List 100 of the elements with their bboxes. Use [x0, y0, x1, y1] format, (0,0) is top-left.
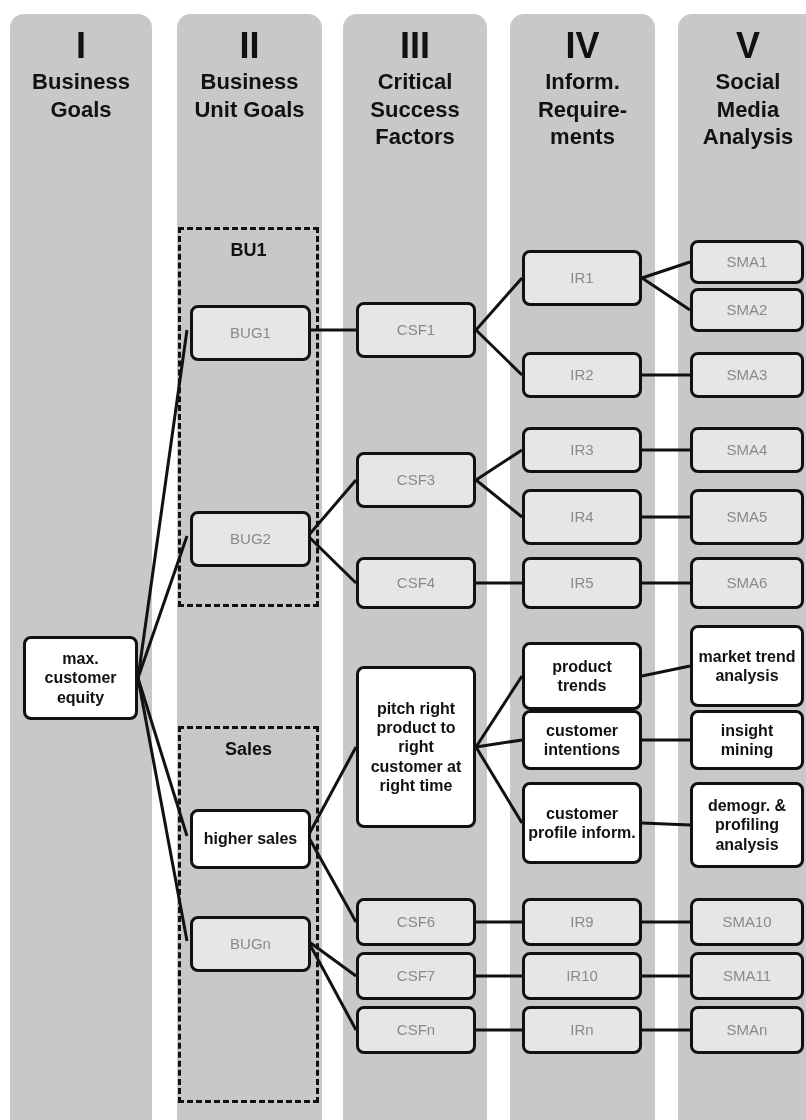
placeholder-box — [190, 511, 311, 567]
goal-box — [522, 782, 642, 864]
box-label: demogr. & profiling analysis — [706, 796, 788, 854]
box-label: CSF7 — [396, 967, 436, 985]
goal-box — [522, 642, 642, 710]
connector-line — [642, 920, 690, 924]
box-label: CSF4 — [396, 574, 436, 592]
column-band — [10, 14, 152, 1120]
group-label: Sales — [224, 739, 272, 760]
box-label: IR3 — [570, 441, 594, 459]
placeholder-box — [690, 952, 804, 1000]
placeholder-box — [522, 898, 642, 946]
box-label: IR2 — [570, 366, 594, 384]
connector-line — [474, 675, 524, 748]
placeholder-box — [522, 489, 642, 545]
placeholder-box — [356, 1006, 476, 1054]
column-band — [510, 14, 655, 1120]
connector-line — [476, 920, 522, 924]
connector-line — [476, 581, 522, 585]
placeholder-box — [690, 898, 804, 946]
column-numeral: II — [239, 28, 260, 64]
column-heading: Critical Success Factors — [369, 68, 461, 151]
placeholder-box — [190, 916, 311, 972]
placeholder-box — [356, 952, 476, 1000]
group-label: BU1 — [230, 240, 267, 261]
placeholder-box — [690, 427, 804, 473]
connector-line — [475, 738, 523, 749]
placeholder-box — [356, 898, 476, 946]
connector-line — [642, 1028, 690, 1032]
connector-line — [476, 1028, 522, 1032]
placeholder-box — [690, 489, 804, 545]
box-label: product trends — [551, 656, 613, 696]
placeholder-box — [522, 427, 642, 473]
connector-line — [642, 373, 690, 377]
column-numeral: I — [76, 28, 86, 64]
placeholder-box — [690, 1006, 804, 1054]
dashed-group-frame — [178, 726, 319, 1103]
placeholder-box — [522, 557, 642, 609]
column-heading: Social Media Analysis — [701, 68, 795, 151]
box-label: CSFn — [396, 1021, 436, 1039]
connector-line — [642, 738, 690, 742]
connector-line — [475, 478, 523, 519]
column-heading: Business Unit Goals — [193, 68, 306, 123]
connector-line — [474, 746, 524, 824]
box-label: SMA2 — [726, 301, 768, 319]
box-label: max. customer equity — [43, 649, 118, 707]
connector-line — [476, 974, 522, 978]
connector-line — [641, 260, 691, 280]
column-band — [177, 14, 322, 1120]
column-heading: Inform. Require-ments — [536, 68, 629, 151]
dashed-group-frame — [178, 227, 319, 607]
box-label: IR9 — [570, 913, 594, 931]
connector-line — [642, 515, 690, 519]
placeholder-box — [690, 557, 804, 609]
column-numeral: III — [400, 28, 430, 64]
box-label: CSF3 — [396, 471, 436, 489]
box-label: BUG2 — [230, 530, 271, 548]
placeholder-box — [190, 305, 311, 361]
box-label: SMAn — [726, 1021, 768, 1039]
box-label: CSF6 — [396, 913, 436, 931]
box-label: SMA10 — [722, 913, 772, 931]
goal-box — [522, 710, 642, 770]
goal-box — [190, 809, 311, 869]
placeholder-box — [356, 557, 476, 609]
connector-line — [308, 328, 356, 332]
connector-line — [641, 276, 691, 312]
placeholder-box — [690, 352, 804, 398]
placeholder-box — [690, 288, 804, 332]
connector-line — [474, 328, 524, 377]
box-label: market trend analysis — [697, 646, 797, 686]
connector-line — [642, 581, 690, 585]
box-label: SMA11 — [722, 967, 772, 985]
box-label: customer profile inform. — [528, 803, 636, 843]
connector-line — [474, 277, 524, 331]
column-band — [343, 14, 487, 1120]
box-label: SMA4 — [726, 441, 768, 459]
box-label: CSF1 — [396, 321, 436, 339]
connector-line — [642, 448, 690, 452]
column-band — [678, 14, 806, 1120]
box-label: BUGn — [230, 935, 271, 953]
box-label: IR10 — [566, 967, 598, 985]
box-label: insight mining — [719, 720, 775, 760]
column-numeral: V — [736, 28, 760, 64]
box-label: IR1 — [570, 269, 594, 287]
placeholder-box — [522, 952, 642, 1000]
box-label: IR4 — [570, 508, 594, 526]
placeholder-box — [690, 240, 804, 284]
box-label: BUG1 — [230, 324, 271, 342]
box-label: customer intentions — [542, 720, 622, 760]
placeholder-box — [356, 452, 476, 508]
box-label: IRn — [570, 1021, 594, 1039]
column-heading: Business Goals — [31, 68, 131, 123]
goal-box — [690, 625, 804, 707]
placeholder-box — [522, 352, 642, 398]
connector-line — [641, 821, 691, 827]
goal-box — [690, 782, 804, 868]
column-numeral: IV — [565, 28, 600, 64]
box-label: SMA3 — [726, 366, 768, 384]
connector-line — [642, 974, 690, 978]
connector-line — [641, 664, 691, 678]
